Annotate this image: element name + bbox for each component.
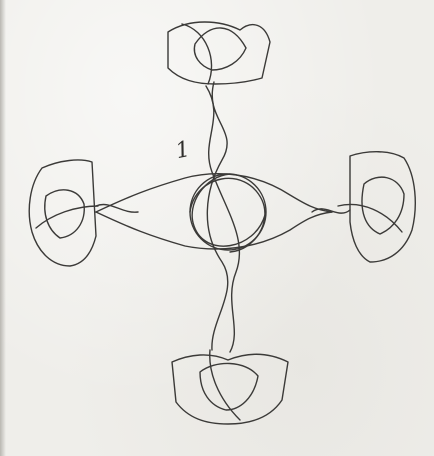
horizontal-band <box>96 174 350 249</box>
band-lower-strand <box>96 212 332 249</box>
bottom-motif <box>172 350 288 424</box>
vertical-strand-a <box>207 82 227 350</box>
right-motif <box>338 152 415 262</box>
left-motif-inner <box>45 190 84 238</box>
vertical-band <box>206 82 239 352</box>
right-motif-outer <box>350 152 415 262</box>
top-motif <box>168 22 270 84</box>
top-motif-inner <box>194 28 246 70</box>
bottom-motif-outer <box>172 354 288 424</box>
center-knot <box>190 174 266 252</box>
left-motif <box>29 160 98 266</box>
right-motif-inner <box>362 177 404 234</box>
bottom-motif-inner <box>200 363 258 410</box>
vertical-strand-b <box>206 86 239 352</box>
top-motif-outer <box>168 22 270 84</box>
top-motif-stroke <box>182 24 212 84</box>
right-motif-stroke <box>338 204 402 232</box>
